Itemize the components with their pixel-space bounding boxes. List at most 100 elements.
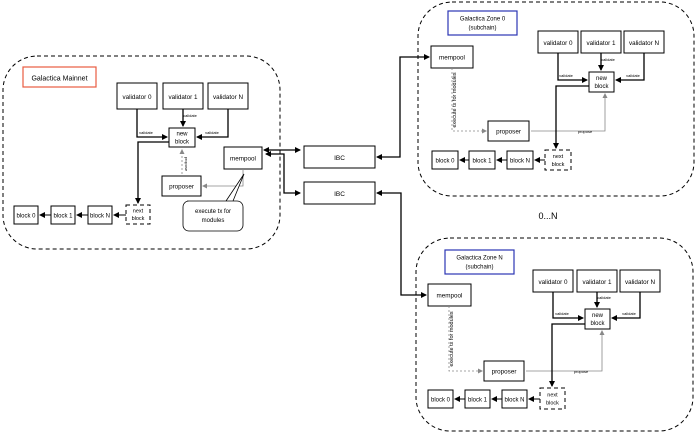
mainnet-proposer-label: proposer [169, 184, 194, 191]
mainnet-validator-n-label: validator N [213, 94, 244, 101]
zone0-block-1: block 1 [468, 150, 496, 170]
zonen-exec-label: execute tx for modules [449, 311, 455, 367]
zonen-validator-n-label: validator N [625, 279, 656, 286]
mainnet-validator-1-label: validator 1 [168, 94, 198, 101]
zone0-commit-edge [553, 85, 589, 149]
mainnet-title-border [22, 66, 97, 88]
zonen-title-box: Galactica Zone N (subchain) [444, 249, 515, 275]
ibc1-zone0-link [376, 54, 430, 160]
zonen-validate-label-0: validate [555, 311, 570, 316]
zones-ellipsis: 0...N [538, 211, 557, 221]
zone0-title-box: Galactica Zone 0 (subchain) [447, 10, 518, 36]
ibc-2-label: IBC [334, 191, 345, 198]
mainnet-block-1-label: block 1 [53, 214, 73, 220]
mainnet-next-block-label-2: block [132, 216, 145, 222]
mainnet-next-block: next block [125, 204, 151, 225]
zone0-validator-0-label: validator 0 [543, 40, 573, 47]
zonen-new-block-label-2: block [590, 321, 605, 327]
zonen-new-block-label-1: new [592, 313, 604, 319]
mainnet-next-block-label-1: next [133, 209, 144, 215]
zone0-validate-label-1: validate [601, 57, 616, 62]
zonen-proposer-label: proposer [492, 369, 517, 376]
mainnet-block-0-label: block 0 [16, 214, 36, 220]
ibc-2: IBC [303, 181, 376, 205]
zonen-validate-edge-n [611, 292, 641, 321]
zone0-validate-label-n: validate [626, 73, 641, 78]
zone0-mempool-label: mempool [439, 55, 465, 62]
mainnet-validate-label-n: validate [205, 130, 220, 135]
zone0-validate-edge-n [615, 53, 645, 83]
mainnet-callout-line-1: execute tx for [195, 209, 231, 215]
mainnet-mempool-to-proposer [202, 169, 244, 189]
zonen-block-n-label: block N [504, 398, 524, 404]
mainnet-title: Galactica Mainnet [31, 76, 87, 83]
zone0-validate-edge-0 [557, 53, 588, 83]
zonen-boundary [415, 237, 694, 432]
zone0-next-block-label-1: next [553, 154, 564, 160]
zonen-next-block: next block [539, 387, 566, 410]
zonen-validator-n: validator N [619, 269, 661, 293]
ibc2-zonen-link [376, 190, 427, 298]
mainnet-validate-edges [136, 109, 229, 140]
zonen-block-n: block N [501, 389, 528, 409]
zonen-validator-0: validator 0 [532, 269, 574, 293]
zonen-title-line-2: (subchain) [465, 265, 493, 271]
zone0-propose-label: propose [578, 129, 593, 134]
mainnet-exec-callout: execute tx for modules [182, 173, 245, 232]
zone0-block-1-label: block 1 [472, 159, 492, 165]
mainnet-new-block-label-1: new [176, 132, 188, 138]
mainnet-validate-label-1: validate [183, 113, 198, 118]
zonen-cluster: Galactica Zone N (subchain) mempool vali… [415, 237, 694, 432]
zonen-validate-edge-0 [552, 292, 584, 321]
mainnet-propose-label: propose [184, 157, 189, 172]
zonen-mempool-label: mempool [437, 293, 463, 300]
zone0-title-line-2: (subchain) [468, 26, 496, 32]
mainnet-new-block: new block [168, 127, 196, 148]
zone0-validator-n-label: validator N [629, 40, 660, 47]
zone0-proposer-label: proposer [496, 129, 521, 136]
zone0-new-block-label-2: block [594, 84, 609, 90]
mainnet-validator-0-label: validator 0 [122, 94, 152, 101]
zonen-mempool: mempool [427, 283, 472, 307]
mainnet-block-n: block N [87, 205, 113, 225]
mainnet-mempool-label: mempool [230, 156, 256, 163]
zonen-commit-edge [549, 323, 585, 387]
zone0-new-block: new block [588, 71, 615, 93]
zonen-propose-label: propose [574, 369, 589, 374]
mainnet-cluster: Galactica Mainnet validator 0 validator … [2, 55, 281, 250]
zonen-validator-1-label: validator 1 [582, 279, 612, 286]
mempool-ibc2-link [265, 151, 301, 196]
zonen-block-1: block 1 [464, 389, 491, 409]
zonen-next-block-label-1: next [547, 393, 558, 399]
zone0-validator-1-label: validator 1 [586, 40, 616, 47]
zone0-cluster: Galactica Zone 0 (subchain) mempool vali… [417, 1, 695, 197]
zone0-block-0: block 0 [431, 150, 459, 170]
mainnet-new-block-label-2: block [175, 140, 190, 146]
zone0-boundary [417, 1, 695, 197]
zone0-title-line-1: Galactica Zone 0 [460, 17, 506, 23]
mainnet-block-0: block 0 [13, 205, 39, 225]
zone0-mempool: mempool [430, 45, 474, 69]
ibc-1: IBC [303, 145, 376, 169]
zonen-new-block: new block [584, 308, 611, 330]
zone0-next-block: next block [544, 149, 572, 171]
mainnet-callout-line-2: modules [202, 218, 225, 224]
zone0-validator-1: validator 1 [580, 30, 622, 54]
zonen-validate-label-1: validate [597, 295, 612, 300]
zonen-validator-1: validator 1 [576, 269, 618, 293]
zone0-new-block-label-1: new [596, 76, 608, 82]
zonen-block-0: block 0 [427, 389, 454, 409]
zonen-propose-edge [526, 330, 605, 372]
mainnet-block-n-label: block N [90, 214, 110, 220]
zonen-validator-0-label: validator 0 [538, 279, 568, 286]
zonen-next-block-label-2: block [546, 401, 559, 407]
zonen-block-0-label: block 0 [431, 398, 451, 404]
mainnet-title-box: Galactica Mainnet [22, 66, 97, 88]
mainnet-commit-edge [135, 141, 169, 204]
mainnet-validate-label-0: validate [139, 130, 154, 135]
ibc-1-label: IBC [334, 155, 345, 162]
zone0-propose-edge [531, 93, 608, 132]
zonen-validate-label-n: validate [622, 311, 637, 316]
zone0-validator-n: validator N [623, 30, 665, 54]
